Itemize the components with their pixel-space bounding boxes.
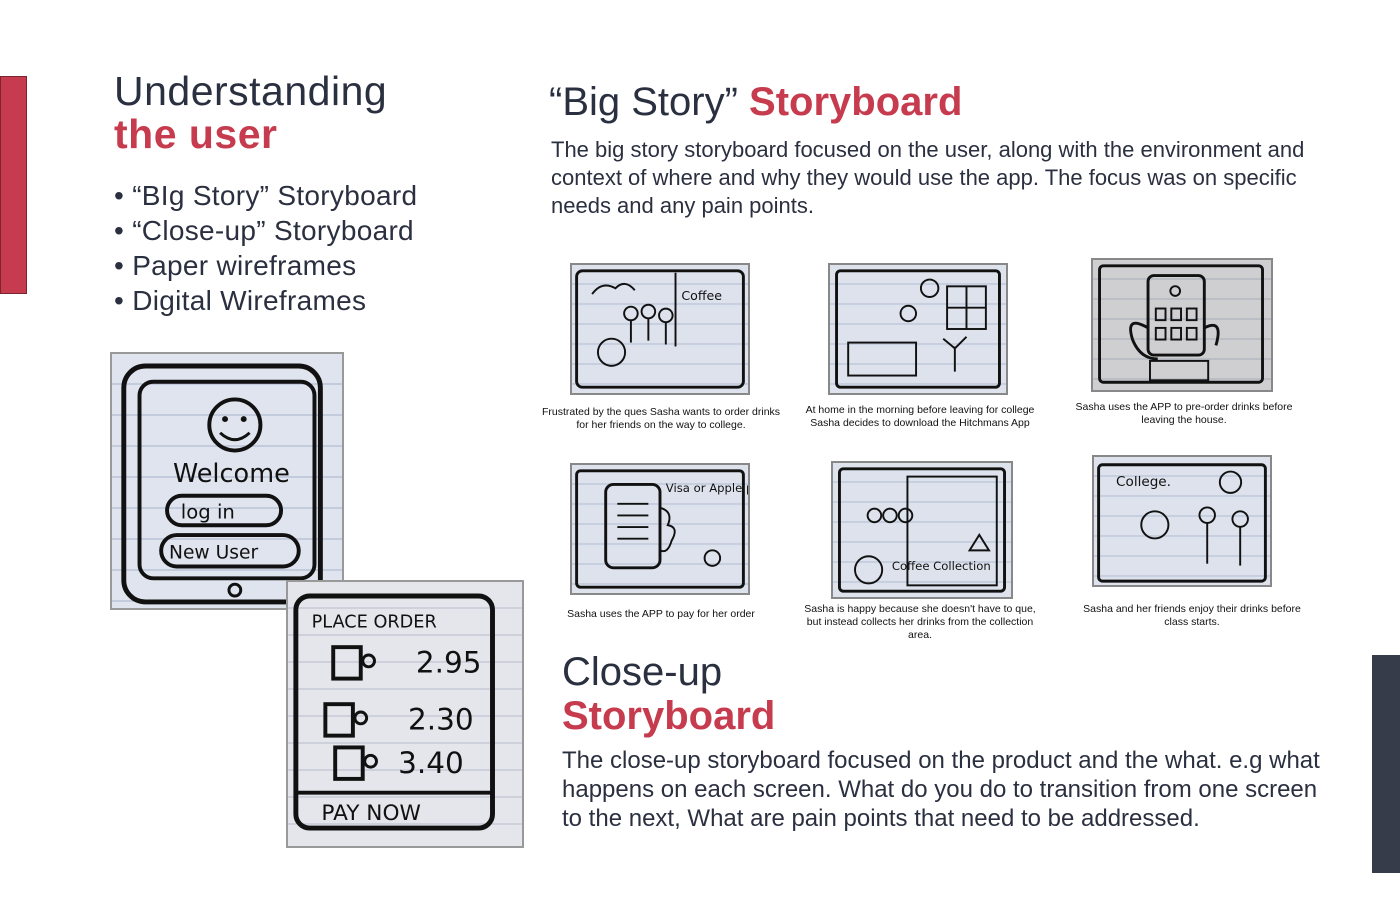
sketch-text: College. xyxy=(1116,474,1171,490)
title-bold: Storyboard xyxy=(749,80,963,124)
price: 3.40 xyxy=(398,746,464,780)
big-story-title: “Big Story” Storyboard xyxy=(549,80,962,124)
close-up-description: The close-up storyboard focused on the p… xyxy=(562,747,1320,832)
cup-icon xyxy=(331,645,363,681)
title-light: Close-up xyxy=(562,650,723,694)
storyboard-caption-2: At home in the morning before leaving fo… xyxy=(805,404,1035,429)
paper-wireframe-order: PLACE ORDER 2.95 2.30 3.40 PAY NOW xyxy=(286,580,524,848)
order-sketch: PLACE ORDER 2.95 2.30 3.40 PAY NOW xyxy=(293,593,495,831)
cup-icon xyxy=(323,702,355,738)
sketch-text: Visa or Apple pay xyxy=(666,481,748,495)
storyboard-frame-1: Coffee xyxy=(570,263,750,395)
paper-wireframe-welcome: Welcome log in New User xyxy=(110,352,344,610)
accent-bar-left xyxy=(0,76,27,294)
storyboard-frame-6: College. xyxy=(1092,455,1272,587)
clock-icon xyxy=(1218,470,1243,494)
title-light: Understanding xyxy=(114,68,388,114)
list-item: “BIg Story” Storyboard xyxy=(114,178,417,213)
storyboard-frame-2 xyxy=(828,263,1008,395)
welcome-text: Welcome xyxy=(173,459,290,489)
topics-list: “BIg Story” Storyboard “Close-up” Storyb… xyxy=(114,178,417,318)
title-bold: Storyboard xyxy=(562,694,776,738)
storyboard-caption-4: Sasha uses the APP to pay for her order xyxy=(567,608,755,620)
new-user-text: New User xyxy=(169,543,258,564)
title-bold: the user xyxy=(114,111,278,157)
title-light: “Big Story” xyxy=(549,80,750,124)
storyboard-frame-5: Coffee Collection xyxy=(831,461,1013,599)
welcome-sketch: Welcome log in New User xyxy=(121,363,323,605)
sketch-text: Coffee Collection xyxy=(892,559,991,573)
list-item: Digital Wireframes xyxy=(114,283,417,318)
login-text: log in xyxy=(181,500,235,523)
close-up-title: Close-up Storyboard xyxy=(562,650,775,738)
section-title-understanding: Understanding the user xyxy=(114,70,387,156)
storyboard-caption-1: Frustrated by the ques Sasha wants to or… xyxy=(541,406,781,431)
storyboard-frame-3 xyxy=(1091,258,1273,392)
list-item: Paper wireframes xyxy=(114,248,417,283)
storyboard-caption-6: Sasha and her friends enjoy their drinks… xyxy=(1083,603,1301,628)
storyboard-caption-3: Sasha uses the APP to pre-order drinks b… xyxy=(1075,401,1293,426)
cup-icon xyxy=(333,745,365,781)
pay-now-text: PAY NOW xyxy=(321,801,420,826)
storyboard-frame-4: Visa or Apple pay xyxy=(570,463,750,595)
price: 2.30 xyxy=(408,703,474,737)
big-story-description: The big story storyboard focused on the … xyxy=(551,137,1305,218)
list-item: “Close-up” Storyboard xyxy=(114,213,417,248)
sketch-text: Coffee xyxy=(681,288,722,303)
price: 2.95 xyxy=(416,646,482,680)
storyboard-caption-5: Sasha is happy because she doesn't have … xyxy=(804,603,1036,641)
smiley-icon xyxy=(207,397,263,453)
place-order-text: PLACE ORDER xyxy=(312,612,437,632)
accent-bar-right xyxy=(1372,655,1400,873)
